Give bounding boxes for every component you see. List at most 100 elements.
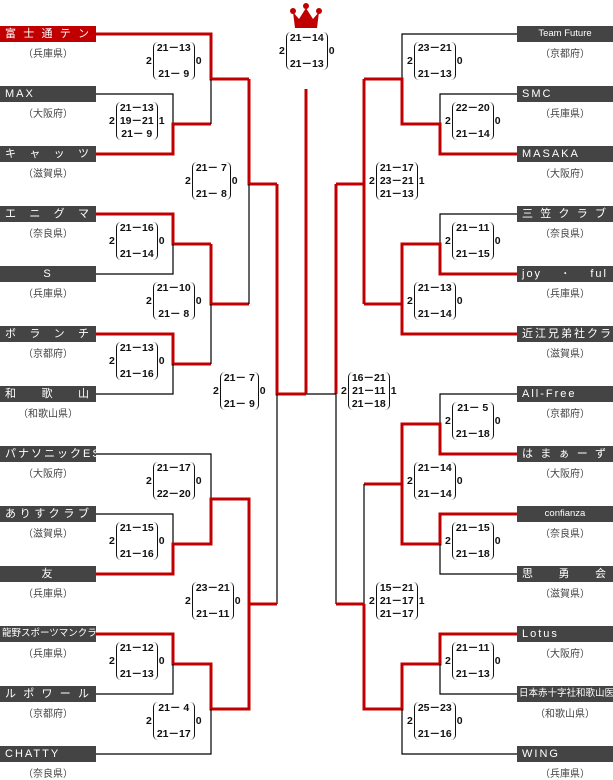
game-score: 21－16 [119,222,154,234]
right-bracket-line [439,393,517,424]
left-bracket-line [96,664,174,695]
sets-won-left: 2 [109,355,115,367]
team-name: MAX [0,86,96,102]
left-team-entry: ルポワール（京都府） [0,686,96,720]
right-winner-path [336,79,366,186]
right-winner-path [364,242,517,306]
sets-won-left: 2 [185,595,191,607]
sets-won-right: 1 [418,175,425,187]
team-name: 三笠クラブ [517,206,613,222]
sets-won-right: 0 [494,655,501,667]
left-team-entry: 龍野スポーツマンクラブ（兵庫県） [0,626,96,660]
game-scores: 21－16 21－14 [115,222,158,260]
team-prefecture: （滋賀県） [540,349,590,360]
right-bracket-line [439,544,517,575]
sets-won-left: 2 [445,655,451,667]
left-winner-path [96,122,211,156]
right-team-entry: WING（兵庫県） [517,746,613,780]
game-score: 21－16 [417,728,452,740]
sets-won-left: 2 [445,235,451,247]
sets-won-right: 0 [195,55,202,67]
sets-won-right: 0 [234,595,241,607]
left-team-entry: ありすクラブ（滋賀県） [0,506,96,540]
game-scores: 21－15 21－18 [451,522,494,560]
team-prefecture: （大阪府） [540,469,590,480]
game-score: 21－18 [351,398,386,410]
right-team-entry: confianza（奈良県） [517,506,613,540]
sets-won-left: 2 [369,595,375,607]
team-name: CHATTY [0,746,96,762]
sets-won-right: 1 [158,115,165,127]
left-winner-path [209,244,249,306]
team-prefecture: （大阪府） [540,169,590,180]
sets-won-left: 2 [407,55,413,67]
team-prefecture: （兵庫県） [23,289,73,300]
team-name: MASAKA [517,146,613,162]
team-name: 龍野スポーツマンクラブ [0,626,96,642]
sets-won-left: 2 [109,115,115,127]
team-name: 日本赤十字社和歌山医療 [517,686,613,702]
game-score: 21－14 [119,248,154,260]
sets-won-right: 0 [494,235,501,247]
left-team-entry: パナソニックES（大阪府） [0,446,96,480]
team-name: SMC [517,86,613,102]
game-score: 21－18 [455,548,490,560]
sets-won-left: 2 [445,535,451,547]
team-name: ボランチ [0,326,96,342]
game-score: 21－14 [417,462,452,474]
sets-won-right: 0 [158,655,165,667]
match-score-R-r1-d: 2 21－15 21－18 0 [444,522,502,560]
team-name: Lotus [517,626,613,642]
team-name: joy･ful [517,266,613,282]
sets-won-right: 0 [328,45,335,57]
game-score: 15－21 [379,582,414,594]
right-bracket-line [439,213,517,244]
team-name: 友 [0,566,96,582]
team-prefecture: （京都府） [23,349,73,360]
game-score: 21－13 [417,282,452,294]
game-score: 21－17 [156,462,191,474]
game-score: 21－13 [455,668,490,680]
team-name: ルポワール [0,686,96,702]
right-team-entry: 思勇会（滋賀県） [517,566,613,600]
game-score: 21－15 [455,522,490,534]
game-score: 21－ 9 [121,128,153,140]
sets-won-right: 1 [418,595,425,607]
sets-won-right: 0 [494,115,501,127]
sets-won-right: 0 [494,535,501,547]
left-team-entry: ボランチ （京都府） [0,326,96,360]
game-score: 21－13 [119,668,154,680]
left-team-entry: キャッツ（滋賀県） [0,146,96,180]
sets-won-left: 2 [213,385,219,397]
game-score: 21－14 [289,32,324,44]
team-name: キャッツ [0,146,96,162]
team-name: 富士通テン [0,26,96,42]
team-prefecture: （奈良県） [23,769,73,780]
sets-won-right: 0 [195,295,202,307]
crown-icon [290,2,322,35]
game-score: 21－13 [119,342,154,354]
sets-won-right: 0 [158,535,165,547]
right-team-entry: MASAKA （大阪府） [517,146,613,180]
